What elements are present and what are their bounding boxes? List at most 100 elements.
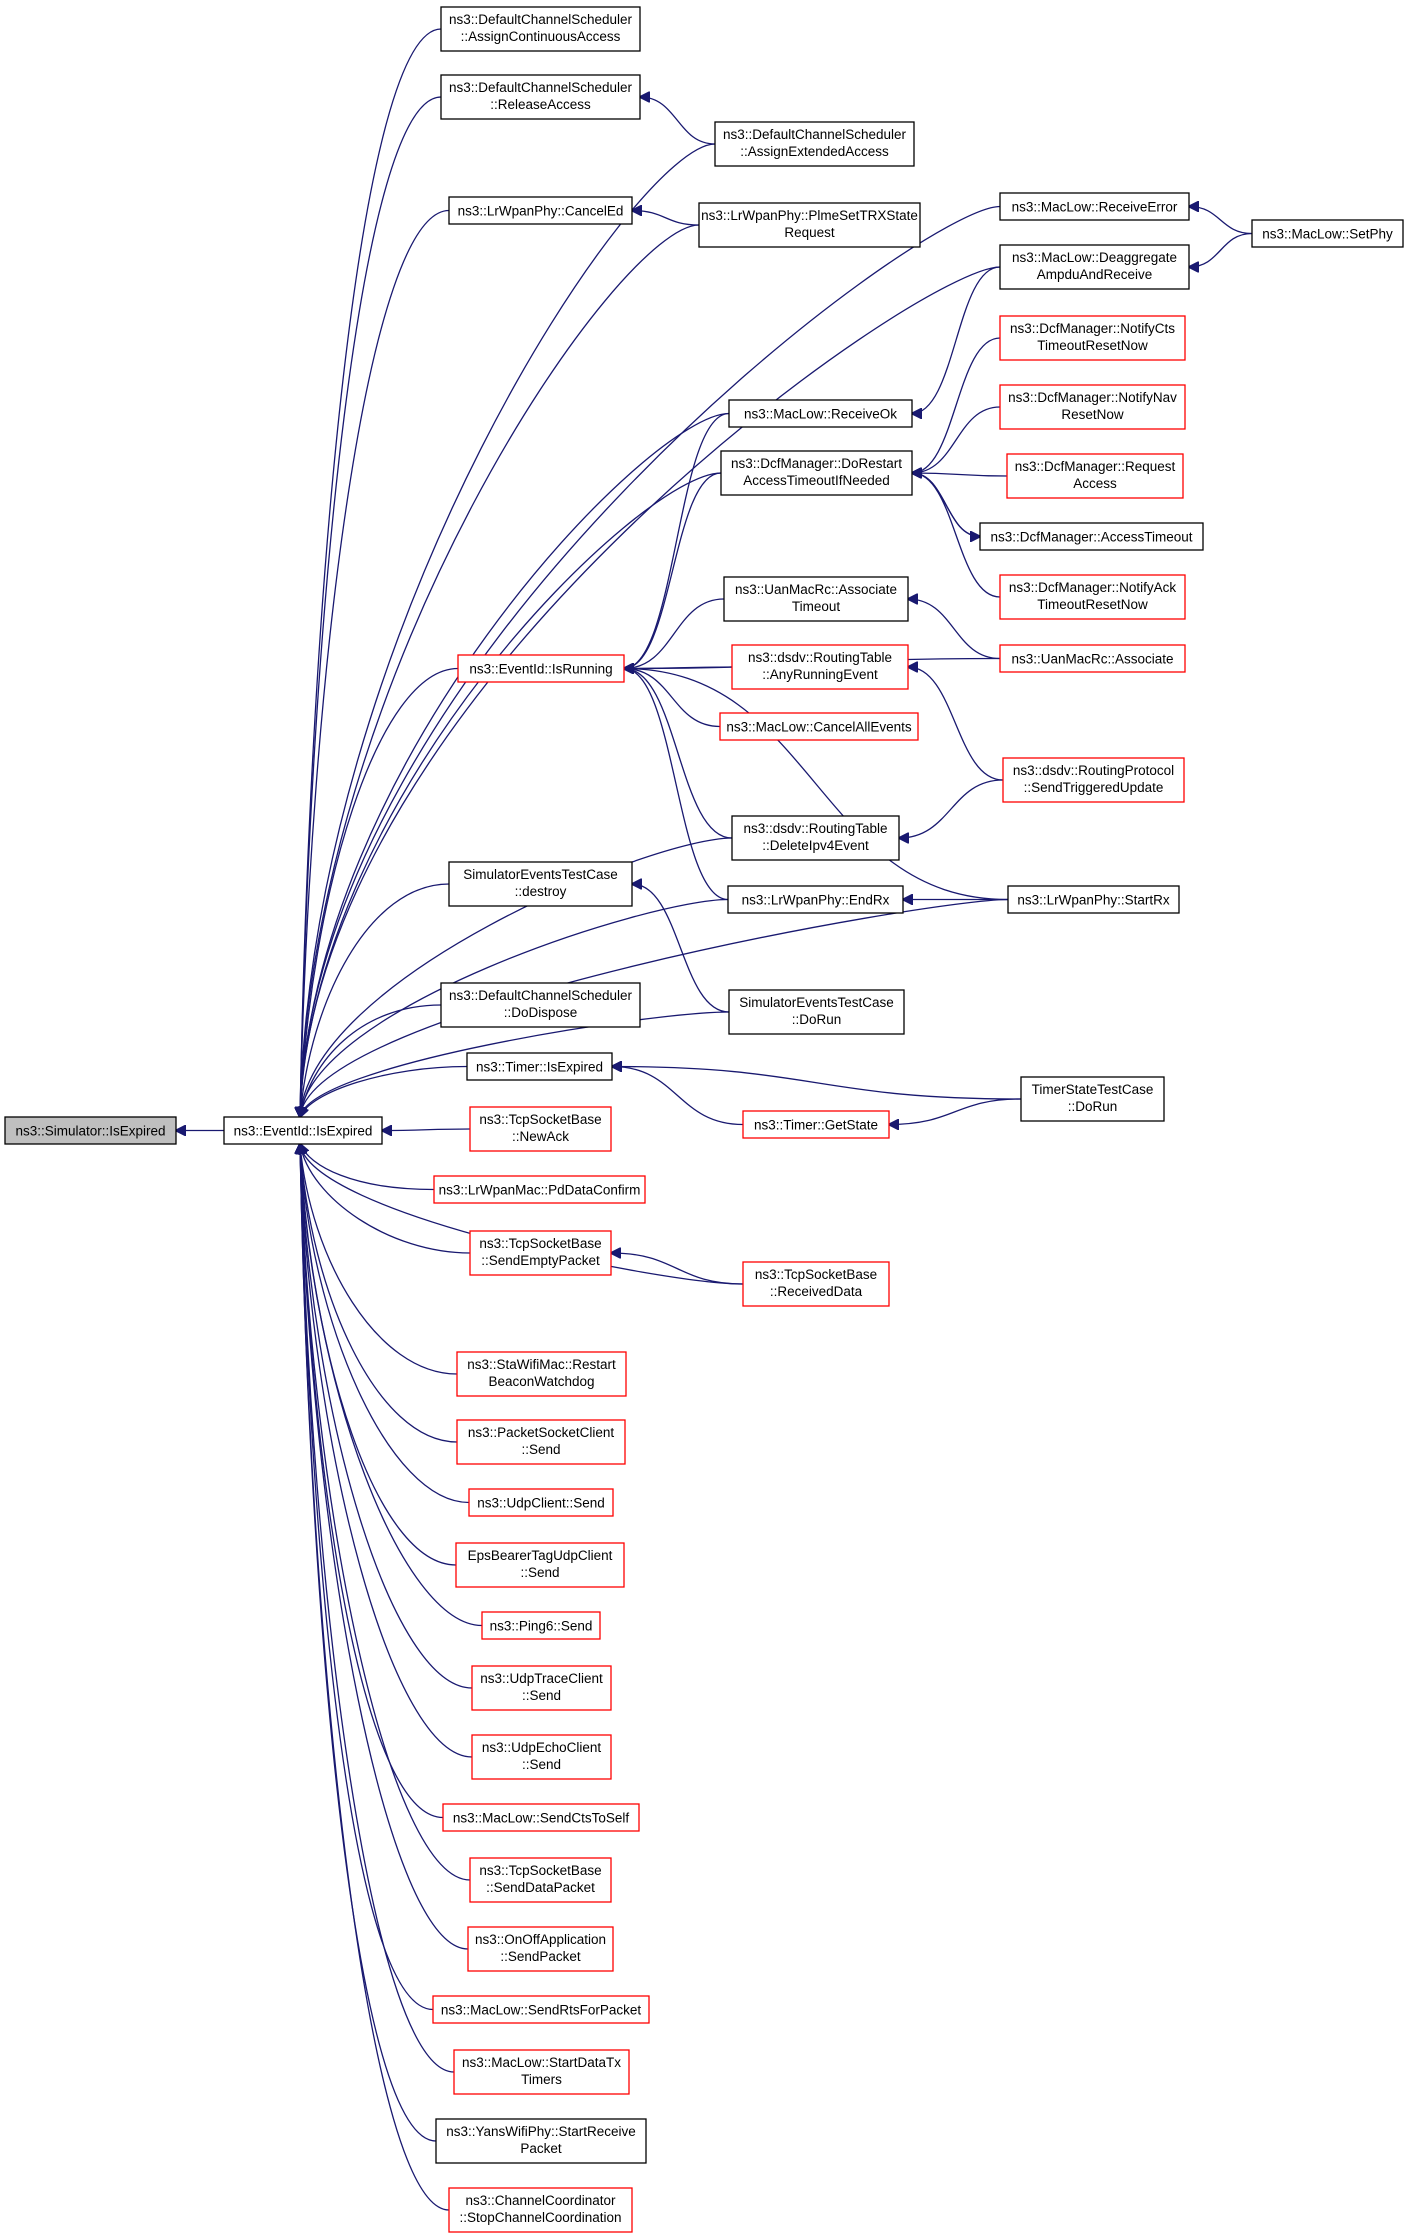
call-edge (908, 599, 1001, 660)
node-label: ns3::MacLow::SetPhy (1262, 227, 1393, 242)
node-tcp-newack[interactable]: ns3::TcpSocketBase::NewAck (469, 1106, 612, 1152)
node-box (467, 1926, 614, 1972)
node-udpecho-send[interactable]: ns3::UdpEchoClient::Send (471, 1734, 612, 1780)
node-label: Access (1073, 476, 1117, 491)
node-epsbearer-send[interactable]: EpsBearerTagUdpClient::Send (455, 1542, 625, 1588)
node-dcs-assignext[interactable]: ns3::DefaultChannelScheduler::AssignExte… (714, 121, 915, 167)
node-dsdv-anyrunning[interactable]: ns3::dsdv::RoutingTable::AnyRunningEvent (731, 644, 909, 690)
call-edge (632, 884, 730, 1013)
node-eventid-isrunning[interactable]: ns3::EventId::IsRunning (457, 654, 625, 683)
node-box (471, 1734, 612, 1780)
node-box (435, 2118, 647, 2164)
node-timer-getstate[interactable]: ns3::Timer::GetState (742, 1110, 890, 1139)
node-dcs-assigncont[interactable]: ns3::DefaultChannelScheduler::AssignCont… (440, 6, 641, 52)
node-lrwpan-canceled[interactable]: ns3::LrWpanPhy::CancelEd (448, 196, 633, 225)
node-sim-dorun[interactable]: SimulatorEventsTestCase::DoRun (728, 989, 905, 1035)
node-dcf-notifyack[interactable]: ns3::DcfManager::NotifyAckTimeoutResetNo… (999, 574, 1186, 620)
call-edge (912, 337, 1001, 473)
node-label: ns3::Simulator::IsExpired (15, 1124, 165, 1139)
node-box (742, 1261, 890, 1307)
node-tcp-senddata[interactable]: ns3::TcpSocketBase::SendDataPacket (469, 1857, 612, 1903)
node-timer-isexpired[interactable]: ns3::Timer::IsExpired (466, 1052, 613, 1081)
node-label: ns3::StaWifiMac::Restart (467, 1357, 616, 1372)
node-sim-destroy[interactable]: SimulatorEventsTestCase::destroy (448, 861, 633, 907)
node-chancoord-stop[interactable]: ns3::ChannelCoordinator::StopChannelCoor… (448, 2187, 633, 2233)
node-ping6-send[interactable]: ns3::Ping6::Send (481, 1611, 601, 1640)
node-label: ns3::DefaultChannelScheduler (449, 988, 633, 1003)
node-onoff-sendpacket[interactable]: ns3::OnOffApplication::SendPacket (467, 1926, 614, 1972)
node-label: ::Send (522, 1688, 561, 1703)
node-box (727, 885, 904, 914)
node-maclow-sendrts[interactable]: ns3::MacLow::SendRtsForPacket (432, 1995, 650, 2024)
node-label: ns3::UanMacRc::Associate (1011, 652, 1173, 667)
node-label: ns3::UdpClient::Send (477, 1496, 605, 1511)
node-dcf-accesstimeout[interactable]: ns3::DcfManager::AccessTimeout (979, 522, 1204, 551)
node-box (742, 1110, 890, 1139)
node-uan-associate[interactable]: ns3::UanMacRc::Associate (999, 644, 1186, 673)
node-lrwpanmac-pddata[interactable]: ns3::LrWpanMac::PdDataConfirm (433, 1175, 646, 1204)
node-box (999, 244, 1190, 290)
node-lrwpan-endrx[interactable]: ns3::LrWpanPhy::EndRx (727, 885, 904, 914)
node-dcf-dorestart[interactable]: ns3::DcfManager::DoRestartAccessTimeoutI… (720, 450, 913, 496)
node-label: ns3::PacketSocketClient (468, 1425, 615, 1440)
node-dsdv-deleteipv4[interactable]: ns3::dsdv::RoutingTable::DeleteIpv4Event (731, 815, 900, 861)
node-label: ns3::TcpSocketBase (479, 1112, 601, 1127)
node-timerstate-dorun[interactable]: TimerStateTestCase::DoRun (1020, 1076, 1165, 1122)
node-lrwpan-startrx[interactable]: ns3::LrWpanPhy::StartRx (1007, 885, 1180, 914)
node-packetsock-send[interactable]: ns3::PacketSocketClient::Send (456, 1419, 626, 1465)
node-dsdv-sendtriggered[interactable]: ns3::dsdv::RoutingProtocol::SendTriggere… (1002, 757, 1185, 803)
node-dcs-release[interactable]: ns3::DefaultChannelScheduler::ReleaseAcc… (440, 74, 641, 120)
node-box (720, 450, 913, 496)
node-label: ::Send (522, 1757, 561, 1772)
node-label: ns3::Timer::GetState (754, 1118, 878, 1133)
node-maclow-receiveok[interactable]: ns3::MacLow::ReceiveOk (728, 399, 913, 428)
node-box (471, 1665, 612, 1711)
node-maclow-setphy[interactable]: ns3::MacLow::SetPhy (1251, 219, 1404, 248)
call-edge (300, 412, 730, 1118)
node-label: ns3::DcfManager::NotifyAck (1009, 580, 1177, 595)
call-edge (624, 669, 733, 839)
node-label: ::DeleteIpv4Event (762, 838, 869, 853)
node-maclow-recverror[interactable]: ns3::MacLow::ReceiveError (999, 192, 1190, 221)
call-edge (624, 669, 729, 901)
call-edge (1189, 232, 1253, 268)
node-maclow-cancelall[interactable]: ns3::MacLow::CancelAllEvents (719, 712, 919, 741)
call-edge (300, 1004, 442, 1117)
node-udptrace-send[interactable]: ns3::UdpTraceClient::Send (471, 1665, 612, 1711)
node-label: ns3::DefaultChannelScheduler (449, 12, 633, 27)
node-label: ::Send (521, 1442, 560, 1457)
node-label: ns3::DcfManager::DoRestart (731, 456, 902, 471)
node-box (999, 192, 1190, 221)
node-tcp-receiveddata[interactable]: ns3::TcpSocketBase::ReceivedData (742, 1261, 890, 1307)
node-label: ns3::LrWpanPhy::EndRx (742, 893, 890, 908)
node-box (728, 399, 913, 428)
node-label: SimulatorEventsTestCase (463, 867, 618, 882)
node-udpclient-send[interactable]: ns3::UdpClient::Send (468, 1488, 614, 1517)
call-edge (300, 143, 716, 1117)
node-sim-isexpired[interactable]: ns3::Simulator::IsExpired (4, 1116, 177, 1145)
node-dcs-dodispose[interactable]: ns3::DefaultChannelScheduler::DoDispose (440, 982, 641, 1028)
node-box (469, 1857, 612, 1903)
call-edge (624, 669, 721, 728)
call-edge (300, 1011, 730, 1117)
node-label: ::SendEmptyPacket (481, 1253, 600, 1268)
node-box (468, 1488, 614, 1517)
node-label: ::destroy (515, 884, 567, 899)
node-dcf-notifycts[interactable]: ns3::DcfManager::NotifyCtsTimeoutResetNo… (999, 315, 1186, 361)
node-label: EpsBearerTagUdpClient (468, 1548, 613, 1563)
node-eventid-isexpired[interactable]: ns3::EventId::IsExpired (223, 1116, 383, 1145)
node-tcp-sendempty[interactable]: ns3::TcpSocketBase::SendEmptyPacket (469, 1230, 612, 1276)
node-label: ::SendPacket (500, 1949, 581, 1964)
node-box (1007, 885, 1180, 914)
node-maclow-sendcts[interactable]: ns3::MacLow::SendCtsToSelf (442, 1803, 640, 1832)
node-label: ns3::MacLow::Deaggregate (1012, 250, 1177, 265)
call-edge (1189, 207, 1253, 235)
